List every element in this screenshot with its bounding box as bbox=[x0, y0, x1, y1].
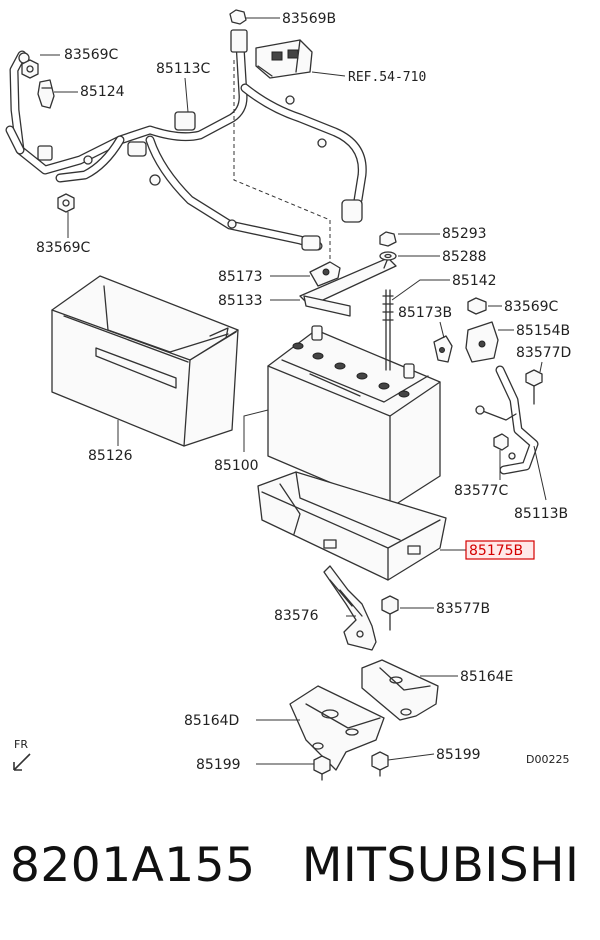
bolt-83577b[interactable] bbox=[381, 595, 399, 631]
battery-cable-harness-85113c[interactable] bbox=[5, 29, 367, 251]
terminal-85173b[interactable] bbox=[433, 335, 453, 363]
callout-83577c[interactable]: 83577C bbox=[454, 483, 509, 499]
brand-name: MITSUBISHI bbox=[301, 838, 580, 893]
battery-85100[interactable] bbox=[267, 325, 441, 509]
battery-holder-85142[interactable] bbox=[299, 257, 397, 317]
callout-85113b[interactable]: 85113B bbox=[514, 506, 568, 522]
callout-85133[interactable]: 85133 bbox=[218, 293, 263, 309]
relay-box-ref bbox=[255, 39, 313, 79]
callout-83569c-right[interactable]: 83569C bbox=[504, 299, 559, 315]
callout-83569b[interactable]: 83569B bbox=[282, 11, 336, 27]
nut-83569c-top[interactable] bbox=[21, 59, 39, 79]
part-number: 8201A155 bbox=[10, 838, 256, 893]
bolt-83577d[interactable] bbox=[525, 369, 543, 405]
rod-85142[interactable] bbox=[382, 289, 394, 371]
battery-tray-85126[interactable] bbox=[51, 275, 239, 447]
front-direction-label: FR bbox=[14, 738, 28, 751]
nut-83569b[interactable] bbox=[229, 9, 247, 25]
callout-85293[interactable]: 85293 bbox=[442, 226, 487, 242]
callout-85100[interactable]: 85100 bbox=[214, 458, 259, 474]
diagram-code: D00225 bbox=[526, 753, 569, 766]
callout-83577d[interactable]: 83577D bbox=[516, 345, 571, 361]
cable-85113b[interactable] bbox=[475, 365, 539, 475]
battery-tray-85175b[interactable] bbox=[257, 471, 447, 581]
callout-83576[interactable]: 83576 bbox=[274, 608, 319, 624]
callout-85126[interactable]: 85126 bbox=[88, 448, 133, 464]
callout-85164d[interactable]: 85164D bbox=[184, 713, 239, 729]
footer-caption: 8201A155 MITSUBISHI bbox=[10, 838, 590, 908]
bracket-85164d[interactable] bbox=[289, 685, 385, 771]
callout-85154b[interactable]: 85154B bbox=[516, 323, 570, 339]
callout-85124[interactable]: 85124 bbox=[80, 84, 125, 100]
bolt-85199-left[interactable] bbox=[313, 755, 331, 781]
nut-83569c-right[interactable] bbox=[467, 297, 487, 315]
bolt-85199-right[interactable] bbox=[371, 751, 389, 777]
callout-ref-54-710[interactable]: REF.54-710 bbox=[348, 70, 426, 85]
terminal-boot-85124[interactable] bbox=[37, 79, 55, 109]
callout-83577b[interactable]: 83577B bbox=[436, 601, 490, 617]
bracket-85164e[interactable] bbox=[361, 659, 439, 721]
highlight-box-85175b bbox=[465, 540, 535, 560]
bracket-83576[interactable] bbox=[323, 565, 377, 651]
callout-85199-right[interactable]: 85199 bbox=[436, 747, 481, 763]
callout-83569c-top[interactable]: 83569C bbox=[64, 47, 119, 63]
callout-85175b[interactable]: 85175B bbox=[469, 543, 523, 559]
front-arrow-icon bbox=[13, 753, 31, 771]
callout-83569c-left[interactable]: 83569C bbox=[36, 240, 91, 256]
callout-85199-left[interactable]: 85199 bbox=[196, 757, 241, 773]
callout-85164e[interactable]: 85164E bbox=[460, 669, 513, 685]
nut-83569c-left[interactable] bbox=[57, 193, 75, 213]
front-direction-indicator: FR bbox=[13, 738, 31, 771]
nut-85293[interactable] bbox=[379, 231, 397, 247]
bolt-83577c[interactable] bbox=[493, 433, 509, 451]
callout-85173b[interactable]: 85173B bbox=[398, 305, 452, 321]
callout-85288[interactable]: 85288 bbox=[442, 249, 487, 265]
callout-85113c[interactable]: 85113C bbox=[156, 61, 211, 77]
callout-85142[interactable]: 85142 bbox=[452, 273, 497, 289]
terminal-clamp-85173[interactable] bbox=[309, 261, 341, 287]
terminal-85154b[interactable] bbox=[465, 321, 499, 363]
callout-85173[interactable]: 85173 bbox=[218, 269, 263, 285]
washer-85288[interactable] bbox=[379, 251, 397, 261]
